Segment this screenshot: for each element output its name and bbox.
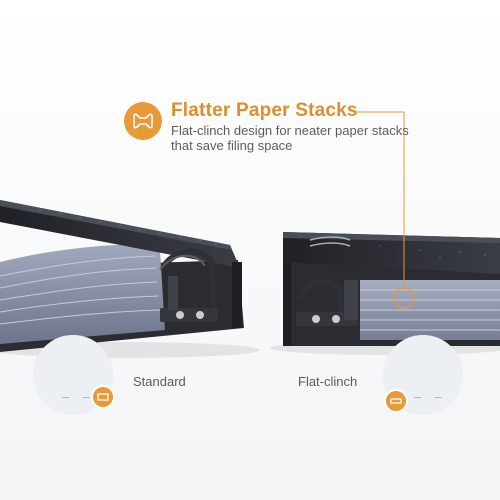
flat-clinch-paper-stack bbox=[360, 280, 500, 340]
flat-clinch-staple-mark: ‾ ‾ bbox=[414, 396, 445, 410]
flat-clinch-binder bbox=[270, 232, 500, 355]
flat-clinch-lever-mechanism bbox=[296, 278, 358, 326]
callout-leader-line bbox=[356, 111, 405, 288]
standard-staple-mark: ‾ ‾ bbox=[62, 396, 93, 410]
standard-paper-stack bbox=[0, 244, 165, 344]
feature-title: Flatter Paper Stacks bbox=[171, 100, 358, 121]
feature-description: Flat-clinch design for neater paper stac… bbox=[171, 123, 409, 153]
standard-lever-mechanism bbox=[159, 248, 218, 322]
flat-clinch-badge-icon bbox=[384, 389, 408, 413]
flat-clinch-label: Flat-clinch bbox=[298, 374, 358, 389]
standard-label: Standard bbox=[133, 374, 186, 389]
standard-binder bbox=[0, 200, 260, 358]
paper-clip-icon bbox=[124, 102, 162, 140]
standard-clip-badge-icon bbox=[91, 385, 115, 409]
